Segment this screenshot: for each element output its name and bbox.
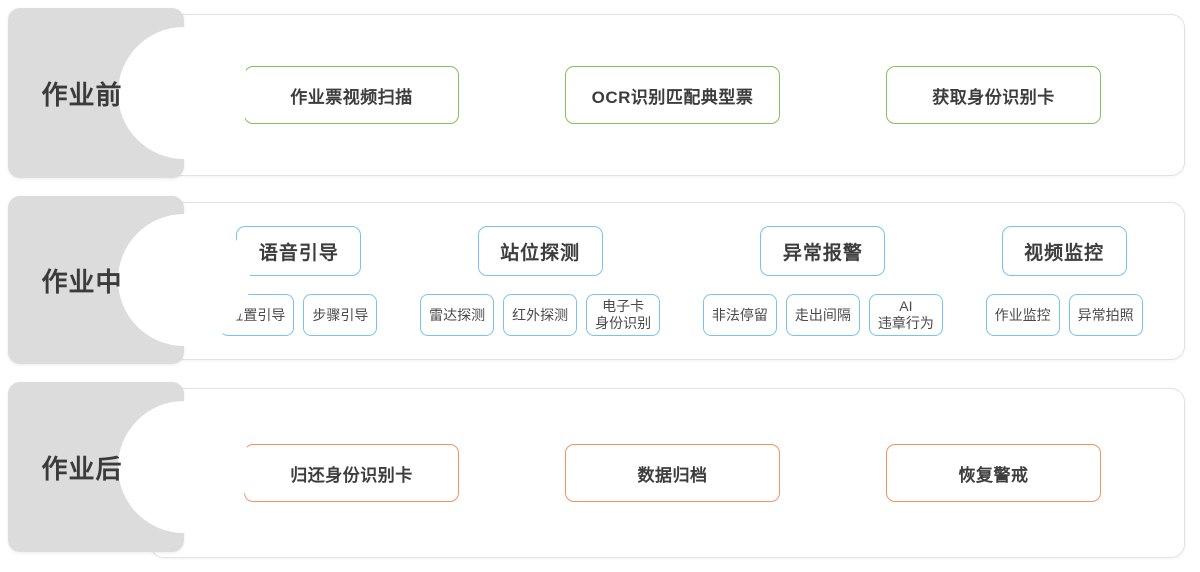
sub-label-line2: 违章行为 — [877, 315, 934, 331]
phase-panel-before: 作业票视频扫描 OCR识别匹配典型票 获取身份识别卡 — [150, 14, 1185, 176]
group-head-label: 视频监控 — [1024, 242, 1105, 264]
group-head-label: 语音引导 — [258, 242, 339, 264]
item-box-video-scan[interactable]: 作业票视频扫描 — [244, 66, 459, 124]
notch-shape — [118, 401, 250, 533]
sub-label-line1: AI — [899, 298, 913, 314]
group-head-label: 站位探测 — [500, 242, 581, 264]
item-label: 获取身份识别卡 — [932, 87, 1055, 107]
item-box-return-id-card[interactable]: 归还身份识别卡 — [244, 444, 459, 502]
group-head-abnormal-alarm[interactable]: 异常报警 — [760, 226, 886, 276]
item-box-data-archive[interactable]: 数据归档 — [565, 444, 780, 502]
group-position-detection: 站位探测 雷达探测 红外探测 电子卡 身份识别 — [420, 226, 661, 336]
item-label: OCR识别匹配典型票 — [591, 87, 754, 107]
sub-box-walk-out-of-zone[interactable]: 走出间隔 — [785, 294, 860, 336]
sub-label-line2: 身份识别 — [595, 315, 652, 331]
group-subs: 雷达探测 红外探测 电子卡 身份识别 — [420, 294, 661, 336]
sub-box-ai-violation[interactable]: AI 违章行为 — [868, 294, 943, 336]
phase-label-before[interactable]: 作业前 — [8, 8, 250, 178]
group-head-video-monitoring[interactable]: 视频监控 — [1001, 226, 1127, 276]
group-abnormal-alarm: 异常报警 非法停留 走出间隔 AI 违章行为 — [702, 226, 943, 336]
item-label: 作业票视频扫描 — [290, 87, 413, 107]
phase-groups-during: 语音引导 位置引导 步骤引导 站位探测 — [199, 203, 1164, 359]
group-head-position-detection[interactable]: 站位探测 — [477, 226, 603, 276]
phase-label-after[interactable]: 作业后 — [8, 382, 250, 552]
sub-label-line1: 雷达探测 — [429, 306, 486, 323]
item-label: 归还身份识别卡 — [290, 465, 413, 485]
group-video-monitoring: 视频监控 作业监控 异常拍照 — [985, 226, 1143, 336]
sub-box-ecard-identity[interactable]: 电子卡 身份识别 — [586, 294, 661, 336]
sub-label-line1: 走出间隔 — [794, 306, 851, 323]
item-box-restore-alert[interactable]: 恢复警戒 — [886, 444, 1101, 502]
group-voice-guidance: 语音引导 位置引导 步骤引导 — [220, 226, 378, 336]
sub-label-line1: 非法停留 — [711, 306, 768, 323]
sub-box-radar-detection[interactable]: 雷达探测 — [420, 294, 495, 336]
group-subs: 位置引导 步骤引导 — [220, 294, 378, 336]
sub-label-line1: 红外探测 — [512, 306, 569, 323]
notch-shape — [118, 27, 250, 159]
group-subs: 作业监控 异常拍照 — [985, 294, 1143, 336]
item-label: 恢复警戒 — [958, 465, 1029, 485]
phase-label-text: 作业中 — [41, 266, 123, 297]
group-subs: 非法停留 走出间隔 AI 违章行为 — [702, 294, 943, 336]
sub-label-line1: 异常拍照 — [1077, 306, 1134, 323]
sub-box-infrared-detection[interactable]: 红外探测 — [503, 294, 578, 336]
phase-label-text: 作业前 — [41, 79, 123, 110]
phase-row-after: 归还身份识别卡 数据归档 恢复警戒 作业后 — [0, 374, 1200, 572]
item-label: 数据归档 — [637, 465, 708, 485]
sub-box-illegal-stay[interactable]: 非法停留 — [702, 294, 777, 336]
phase-items-before: 作业票视频扫描 OCR识别匹配典型票 获取身份识别卡 — [191, 15, 1154, 175]
phase-panel-after: 归还身份识别卡 数据归档 恢复警戒 — [150, 388, 1185, 558]
sub-label-line1: 步骤引导 — [312, 306, 369, 323]
sub-box-operation-monitoring[interactable]: 作业监控 — [985, 294, 1060, 336]
phase-label-during[interactable]: 作业中 — [8, 196, 250, 364]
phase-row-during: 语音引导 位置引导 步骤引导 站位探测 — [0, 188, 1200, 374]
sub-label-line1: 电子卡 — [602, 298, 645, 314]
group-head-voice-guidance[interactable]: 语音引导 — [236, 226, 362, 276]
phase-label-text: 作业后 — [41, 453, 123, 484]
notch-shape — [118, 214, 250, 346]
group-head-label: 异常报警 — [782, 242, 863, 264]
sub-label-line1: 作业监控 — [994, 306, 1051, 323]
item-box-get-id-card[interactable]: 获取身份识别卡 — [886, 66, 1101, 124]
sub-box-abnormal-photo[interactable]: 异常拍照 — [1068, 294, 1143, 336]
sub-label-line1: 位置引导 — [229, 306, 286, 323]
phase-panel-during: 语音引导 位置引导 步骤引导 站位探测 — [150, 202, 1185, 360]
sub-box-step-guidance[interactable]: 步骤引导 — [303, 294, 378, 336]
phase-row-before: 作业票视频扫描 OCR识别匹配典型票 获取身份识别卡 作业前 — [0, 0, 1200, 190]
item-box-ocr-match[interactable]: OCR识别匹配典型票 — [565, 66, 780, 124]
phase-items-after: 归还身份识别卡 数据归档 恢复警戒 — [191, 389, 1154, 557]
